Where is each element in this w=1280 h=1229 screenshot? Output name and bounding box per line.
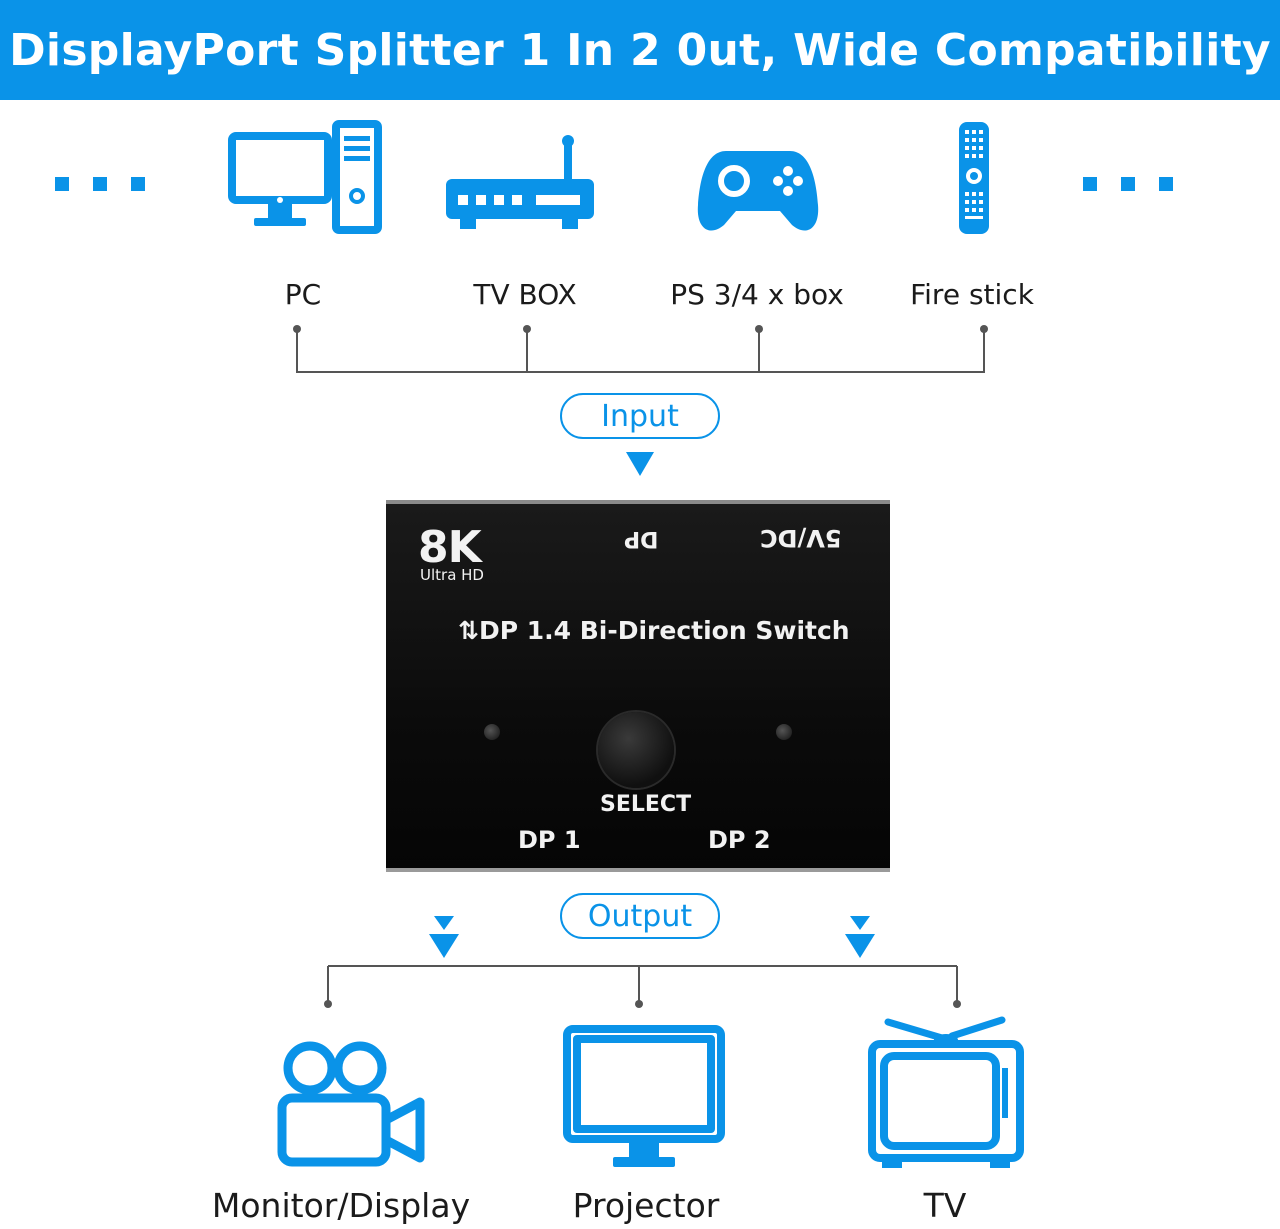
router-icon bbox=[446, 135, 594, 229]
output-label-tv: TV bbox=[923, 1186, 967, 1225]
device-title: ⇅DP 1.4 Bi-Direction Switch bbox=[458, 616, 850, 645]
output-label-monitor: Monitor/Display bbox=[211, 1186, 471, 1225]
dp1-port-label: DP 1 bbox=[518, 826, 581, 854]
dp2-led-icon bbox=[776, 724, 792, 740]
more-right-dots bbox=[1083, 177, 1173, 191]
input-label-pc: PC bbox=[284, 278, 322, 311]
power-port-label: 5V/DC bbox=[760, 524, 842, 552]
input-label-game-console: PS 3/4 x box bbox=[670, 278, 844, 311]
video-camera-icon bbox=[277, 1041, 425, 1167]
input-pill: Input bbox=[560, 393, 720, 439]
remote-control-icon bbox=[959, 122, 989, 234]
dp2-port-label: DP 2 bbox=[708, 826, 771, 854]
monitor-icon bbox=[563, 1025, 725, 1167]
output-pill: Output bbox=[560, 893, 720, 939]
arrow-left-small bbox=[434, 916, 454, 930]
header-banner: DisplayPort Splitter 1 In 2 0ut, Wide Co… bbox=[0, 0, 1280, 100]
dp-input-port-label: DP bbox=[624, 526, 659, 551]
page-title: DisplayPort Splitter 1 In 2 0ut, Wide Co… bbox=[9, 24, 1271, 76]
select-label: SELECT bbox=[600, 792, 692, 817]
ultra-hd-text: Ultra HD bbox=[420, 566, 484, 584]
input-label-fire-stick: Fire stick bbox=[910, 278, 1034, 311]
dp1-led-icon bbox=[484, 724, 500, 740]
select-button[interactable] bbox=[598, 712, 674, 788]
tv-icon bbox=[868, 1016, 1024, 1168]
input-label-tv-box: TV BOX bbox=[473, 278, 577, 311]
more-left-dots bbox=[55, 177, 145, 191]
output-label-projector: Projector bbox=[572, 1186, 720, 1225]
8k-badge: 8K bbox=[418, 522, 482, 573]
pc-icon bbox=[228, 120, 382, 234]
splitter-device: 8K Ultra HD DP 5V/DC ⇅DP 1.4 Bi-Directio… bbox=[386, 500, 890, 872]
gamepad-icon bbox=[697, 151, 819, 231]
